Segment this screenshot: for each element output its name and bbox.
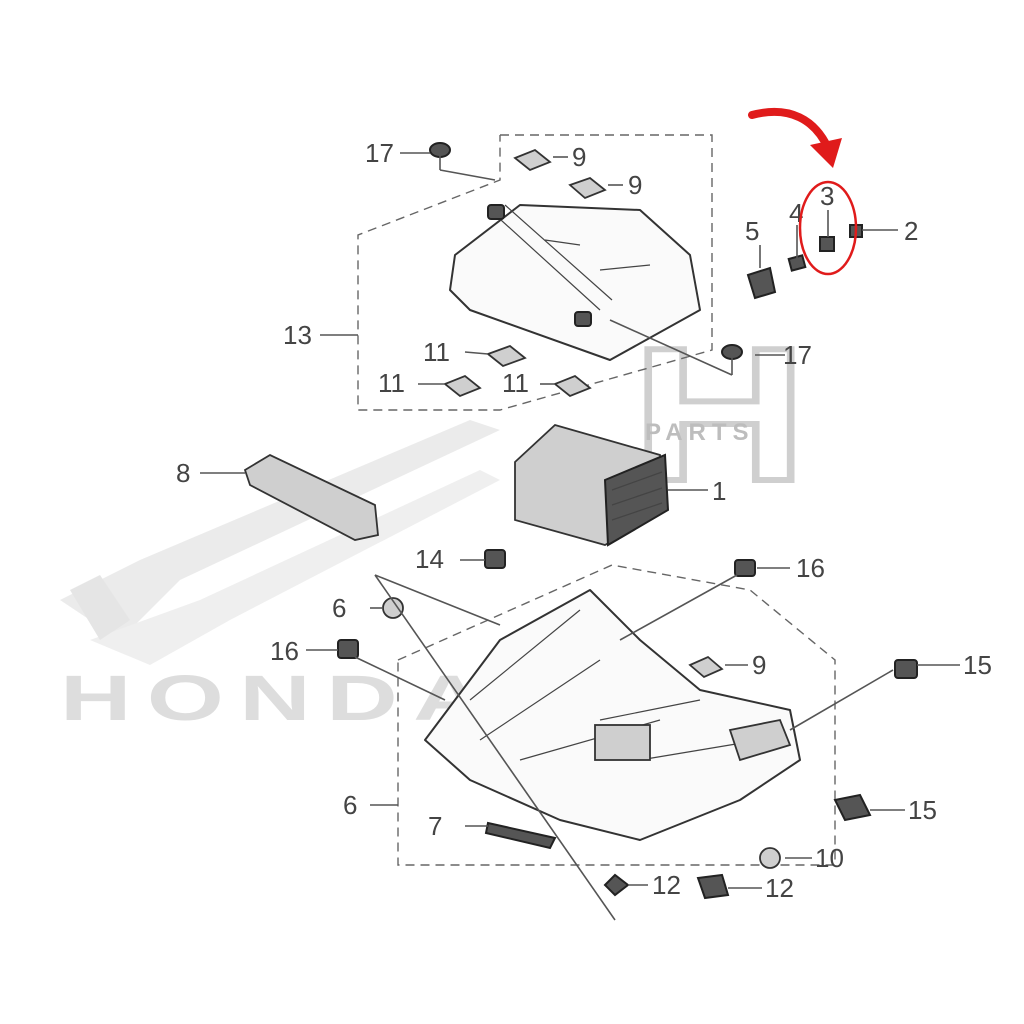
rubber-pad-part xyxy=(243,453,379,541)
callout-1: 1 xyxy=(712,476,726,506)
callout-15-lower: 12 xyxy=(765,873,794,903)
terminal-nut-part-4 xyxy=(787,254,807,272)
leader-lines xyxy=(200,152,960,921)
callout-14: 12 xyxy=(652,870,681,900)
callout-3: 3 xyxy=(820,181,834,211)
callout-2: 2 xyxy=(904,216,918,246)
callout-17-top: 17 xyxy=(365,138,394,168)
clip-parts xyxy=(337,549,918,679)
callout-12-left: 14 xyxy=(415,544,444,574)
callout-16-right: 16 xyxy=(796,553,825,583)
terminal-bolt-part-3 xyxy=(819,236,835,252)
callout-6-lower: 10 xyxy=(815,843,844,873)
parts-logo-text: PARTS xyxy=(645,419,755,446)
callout-16-left: 16 xyxy=(270,636,299,666)
battery-box-part xyxy=(424,589,801,841)
highlight-circle xyxy=(798,180,858,276)
pad-parts xyxy=(443,148,724,679)
callout-6-upper: 6 xyxy=(332,593,346,623)
callout-9-second: 9 xyxy=(628,170,642,200)
highlight-arrowhead-icon xyxy=(810,138,842,168)
highlight-arrow-icon xyxy=(748,107,832,152)
fastener-parts xyxy=(382,597,872,900)
callout-9-top: 9 xyxy=(572,142,586,172)
callout-13: 13 xyxy=(283,320,312,350)
battery-cover-part xyxy=(449,204,701,361)
callout-11-left: 11 xyxy=(378,368,405,398)
battery-cover-group-box xyxy=(357,134,713,411)
callout-8: 8 xyxy=(176,458,190,488)
callout-10: 7 xyxy=(428,811,442,841)
bolt-parts-17 xyxy=(429,142,743,375)
battery-box-group-box xyxy=(397,564,836,866)
highlight-marker xyxy=(748,107,858,276)
honda-wing-watermark xyxy=(60,420,500,665)
callout-5: 5 xyxy=(745,216,759,246)
callout-11-right: 11 xyxy=(502,368,529,398)
callout-12-right: 15 xyxy=(963,650,992,680)
callout-11-upper: 11 xyxy=(423,337,450,367)
callout-15-right: 15 xyxy=(908,795,937,825)
battery-part xyxy=(514,423,670,547)
callout-7: 6 xyxy=(343,790,357,820)
screw-part-5 xyxy=(746,266,777,300)
callout-17-right: 17 xyxy=(783,340,812,370)
honda-brand-watermark: HONDA xyxy=(60,662,500,734)
callout-9-box: 9 xyxy=(752,650,766,680)
